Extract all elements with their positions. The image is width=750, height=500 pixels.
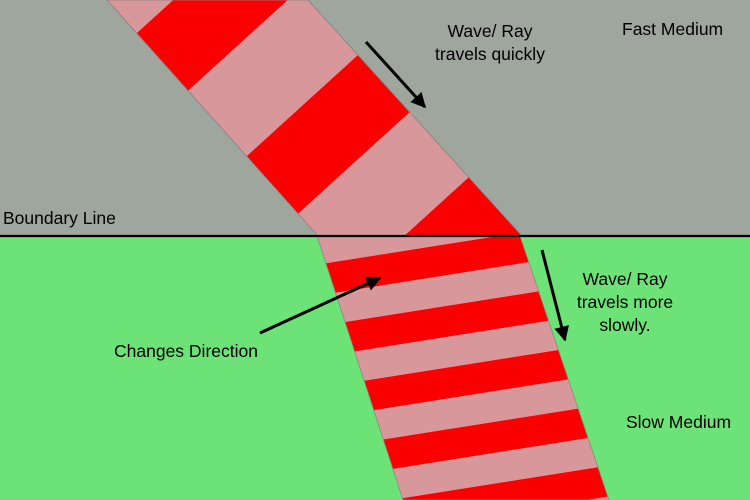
fast-note: Wave/ Ray travels quickly xyxy=(420,20,560,66)
slow-medium-label: Slow Medium xyxy=(626,412,732,432)
slow-note-line2: travels more xyxy=(576,292,674,312)
slow-direction-arrow-icon xyxy=(540,249,569,342)
changes-direction-label: Changes Direction xyxy=(114,341,258,361)
slow-note: Wave/ Ray travels more slowly. xyxy=(560,268,690,337)
slow-note-line3: slowly. xyxy=(599,315,651,335)
boundary-line-label: Boundary Line xyxy=(3,208,116,228)
slow-note-line1: Wave/ Ray xyxy=(582,269,668,289)
fast-note-line2: travels quickly xyxy=(435,44,545,64)
fast-medium-label: Fast Medium xyxy=(622,19,724,39)
changes-direction-arrow-icon xyxy=(259,276,382,335)
fast-direction-arrow-icon xyxy=(364,40,427,109)
fast-note-line1: Wave/ Ray xyxy=(447,21,533,41)
